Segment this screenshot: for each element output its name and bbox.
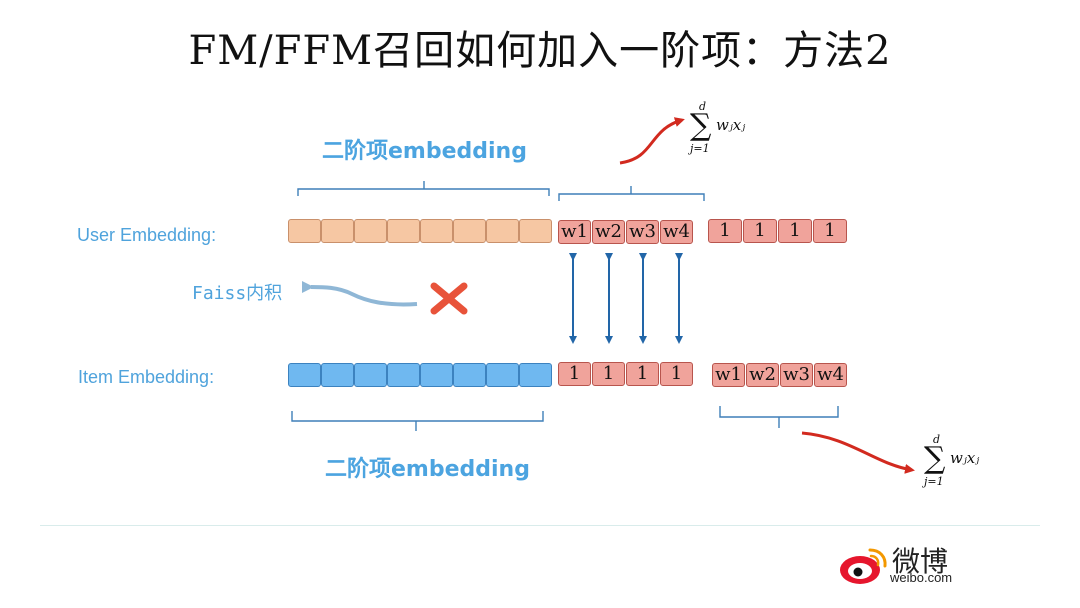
user-weight-cell: w4 bbox=[660, 220, 693, 244]
user-weight-cell: w2 bbox=[592, 220, 625, 244]
user-one-cell: 1 bbox=[708, 219, 742, 243]
item-one-cell: 1 bbox=[558, 362, 591, 386]
weibo-logo: 微博 weibo.com bbox=[838, 540, 968, 590]
user-embedding-cell bbox=[288, 219, 321, 243]
double-arrow-icons bbox=[569, 253, 683, 344]
formula-term: wⱼxⱼ bbox=[716, 116, 746, 134]
page-title: FM/FFM召回如何加入一阶项：方法2 bbox=[188, 28, 892, 74]
user-one-cell: 1 bbox=[778, 219, 812, 243]
bottom-right-brace bbox=[719, 406, 839, 428]
item-embedding-cell bbox=[519, 363, 552, 387]
weibo-brand-url: weibo.com bbox=[890, 570, 953, 585]
item-weight-cells: w1 w2 w3 w4 bbox=[712, 363, 847, 387]
item-embedding-cell bbox=[387, 363, 420, 387]
user-weight-cell: w1 bbox=[558, 220, 591, 244]
top-left-brace bbox=[297, 181, 550, 196]
formula-term: wⱼxⱼ bbox=[950, 449, 980, 467]
user-embedding-cell bbox=[387, 219, 420, 243]
user-one-cell: 1 bbox=[813, 219, 847, 243]
user-embedding-cell bbox=[486, 219, 519, 243]
item-weight-cell: w3 bbox=[780, 363, 813, 387]
item-embedding-cell bbox=[420, 363, 453, 387]
user-embedding-cell bbox=[519, 219, 552, 243]
user-weight-cells: w1 w2 w3 w4 bbox=[558, 220, 693, 244]
user-second-order-cells bbox=[288, 219, 552, 243]
footer-divider bbox=[40, 525, 1040, 526]
item-embedding-cell bbox=[288, 363, 321, 387]
formula-lower-limit: j=1 bbox=[924, 475, 944, 488]
user-embedding-cell bbox=[321, 219, 354, 243]
sum-formula-top: d ∑ j=1 wⱼxⱼ bbox=[690, 100, 770, 160]
item-embedding-cell bbox=[321, 363, 354, 387]
cross-icon bbox=[430, 282, 468, 315]
item-embedding-cell bbox=[453, 363, 486, 387]
formula-lower-limit: j=1 bbox=[690, 142, 710, 155]
item-weight-cell: w1 bbox=[712, 363, 745, 387]
user-weight-cell: w3 bbox=[626, 220, 659, 244]
faiss-inner-product-label: Faiss内积 bbox=[192, 283, 283, 304]
item-second-order-cells bbox=[288, 363, 552, 387]
sigma-icon: ∑ bbox=[690, 108, 712, 143]
formula-upper-limit: d bbox=[933, 433, 941, 446]
user-ones-cells: 1 1 1 1 bbox=[708, 219, 847, 243]
weibo-eye-icon bbox=[840, 548, 887, 584]
item-ones-cells: 1 1 1 1 bbox=[558, 362, 693, 386]
top-right-brace bbox=[558, 186, 705, 201]
item-one-cell: 1 bbox=[660, 362, 693, 386]
bottom-left-brace bbox=[291, 411, 544, 431]
item-embedding-cell bbox=[354, 363, 387, 387]
item-embedding-cell bbox=[486, 363, 519, 387]
weibo-brand-name: 微博 bbox=[892, 545, 949, 578]
sigma-icon: ∑ bbox=[924, 441, 946, 476]
user-embedding-cell bbox=[420, 219, 453, 243]
bottom-second-order-label: 二阶项embedding bbox=[325, 457, 530, 482]
item-one-cell: 1 bbox=[592, 362, 625, 386]
faiss-arrow-icon bbox=[301, 280, 418, 307]
user-embedding-label: User Embedding: bbox=[77, 225, 217, 245]
curved-arrow-top-icon bbox=[619, 117, 685, 165]
user-embedding-cell bbox=[453, 219, 486, 243]
top-second-order-label: 二阶项embedding bbox=[322, 139, 527, 164]
item-one-cell: 1 bbox=[626, 362, 659, 386]
user-embedding-cell bbox=[354, 219, 387, 243]
item-embedding-label: Item Embedding: bbox=[78, 367, 215, 387]
curved-arrow-bottom-icon bbox=[801, 431, 915, 474]
formula-upper-limit: d bbox=[699, 100, 707, 113]
item-weight-cell: w4 bbox=[814, 363, 847, 387]
sum-formula-bottom: d ∑ j=1 wⱼxⱼ bbox=[924, 433, 1004, 493]
user-one-cell: 1 bbox=[743, 219, 777, 243]
item-weight-cell: w2 bbox=[746, 363, 779, 387]
